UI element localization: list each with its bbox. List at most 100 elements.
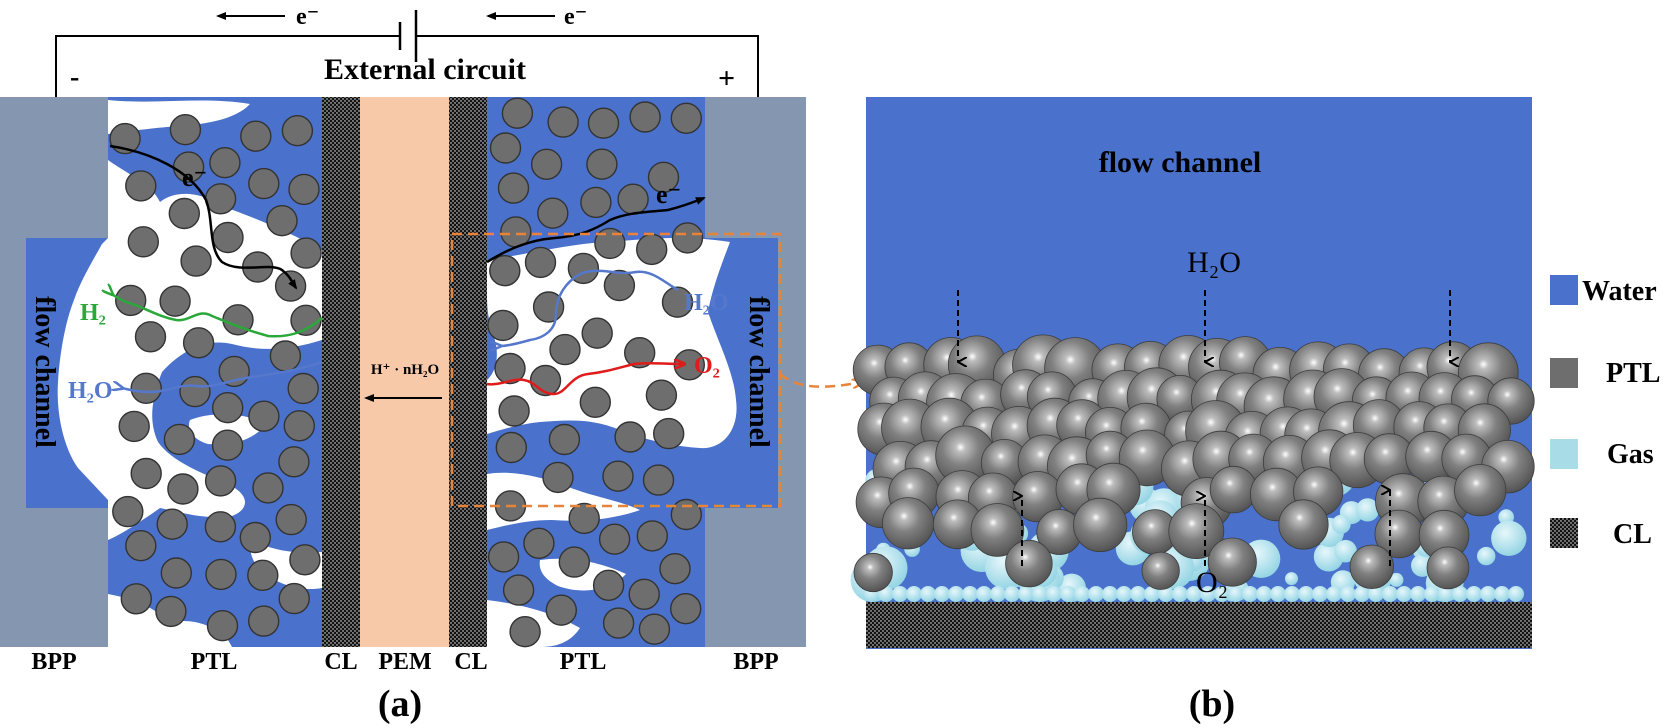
ptl-particle (502, 574, 535, 606)
ptl-particle (524, 246, 557, 279)
ptl-particle (168, 197, 201, 230)
h2o-label-right: H₂O (684, 290, 729, 316)
electron-label-right: e⁻ (564, 4, 587, 30)
ptl-ball (1005, 539, 1053, 588)
ptl-particle (489, 255, 521, 287)
gas-bubble (1480, 586, 1496, 602)
gas-bubble (1396, 586, 1412, 602)
gas-bubble (1130, 586, 1146, 602)
ptl-particle (558, 546, 590, 578)
ptl-particles (109, 97, 705, 648)
ptl-particle (283, 410, 315, 442)
ptl-particle (487, 541, 520, 573)
ptl-particle (498, 395, 530, 427)
circuit-title: External circuit (324, 53, 526, 86)
pem (360, 97, 449, 647)
ptl-particle (266, 204, 298, 237)
ptl-particle (212, 221, 244, 254)
cl-left-label: CL (324, 649, 357, 675)
ptl-particle (523, 527, 555, 559)
ptl-ball (1454, 464, 1507, 517)
ptl-ball (1207, 537, 1257, 587)
ptl-particle (586, 148, 618, 180)
ptl-particle (125, 530, 157, 562)
gas-bubble (1074, 586, 1090, 602)
ptl-particle (494, 352, 526, 385)
ptl-particle (278, 446, 310, 478)
ptl-particle (598, 523, 631, 555)
gas-bubble (1172, 586, 1188, 602)
ptl-ball (970, 503, 1025, 557)
ptl-particle (579, 386, 611, 418)
gas-bubble (1331, 514, 1351, 534)
ptl-particle (501, 97, 534, 129)
ptl-particle (155, 595, 187, 628)
gas-bubble (920, 586, 936, 602)
gas-bubble (1046, 586, 1062, 602)
gas-bubble (1256, 586, 1272, 602)
gas-bubble (1340, 586, 1356, 602)
ptl-particle (624, 337, 656, 369)
gas-bubble (892, 586, 908, 602)
gas-bubble (1242, 586, 1258, 602)
ptl-particle (661, 286, 694, 318)
ptl-particle (614, 421, 646, 453)
ptl-particle (159, 285, 191, 317)
ptl-particle (288, 173, 320, 206)
flow-channel-label: flow channel (1099, 146, 1262, 179)
legend-label-gas: Gas (1607, 439, 1654, 470)
h2o-label-left: H₂O (68, 378, 113, 404)
gas-bubble (1410, 586, 1426, 602)
ptl-particle (209, 146, 241, 179)
ptl-particle (659, 553, 691, 585)
ptl-particle (248, 167, 280, 200)
gas-bubble (1368, 586, 1384, 602)
ptl-particle (592, 569, 625, 601)
ptl-particle (274, 270, 307, 302)
ptl-particle (130, 372, 162, 404)
ptl-ball (1349, 544, 1394, 589)
ptl-particle (509, 616, 541, 648)
ptl-particle (636, 233, 668, 266)
gas-bubble (948, 586, 964, 602)
ptl-particle (112, 495, 144, 528)
ptl-particle (134, 321, 167, 353)
ptl-particle (545, 594, 577, 626)
ptl-particle (670, 593, 702, 625)
ptl-particle (647, 161, 680, 194)
gas-bubble (1228, 586, 1244, 602)
legend-swatch-water (1550, 275, 1578, 305)
gas-bubble (1032, 586, 1048, 602)
ptl-particle (603, 269, 636, 302)
gas-bubble (1466, 586, 1482, 602)
ptl-particle (252, 472, 284, 504)
ptl-particle (120, 583, 153, 615)
bpp-right-label: BPP (733, 649, 778, 675)
gas-bubble (1285, 572, 1298, 586)
ptl-particle (289, 544, 321, 576)
ptl-particle (587, 107, 620, 139)
ptl-particle (581, 317, 613, 349)
ptl-particle (642, 464, 675, 496)
ptl-particle (240, 120, 272, 152)
gas-bubble (1284, 586, 1300, 602)
gas-bubble (906, 586, 922, 602)
h2-path (112, 294, 323, 338)
ptl-particle (167, 473, 199, 505)
legend-label-water: Water (1582, 276, 1657, 307)
ptl-particle (670, 102, 702, 135)
ptl-particle (580, 186, 612, 219)
gas-bubble (1060, 586, 1076, 602)
ptl-ball (1073, 497, 1128, 553)
gas-bubble (1004, 586, 1020, 602)
gas-bubble (1491, 520, 1527, 556)
gas-bubble (990, 586, 1006, 602)
plus-sign: + (718, 62, 735, 95)
ptl-particle (629, 101, 661, 133)
gas-bubble (1326, 586, 1342, 602)
electron-path-right (486, 196, 706, 264)
ptl-ball (1426, 546, 1470, 590)
cl-left (322, 97, 360, 647)
gas-bubble (1354, 586, 1370, 602)
